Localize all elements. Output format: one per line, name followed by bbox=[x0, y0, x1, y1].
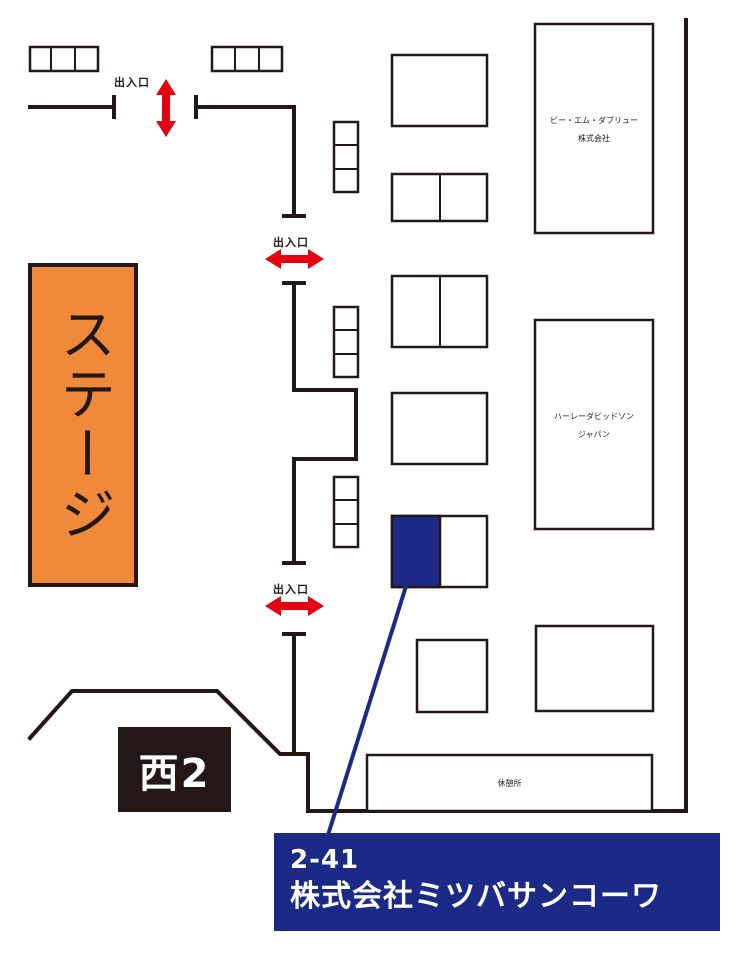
wall-top bbox=[28, 95, 306, 218]
booth-harley-label: ハーレーダビッドソン ジャパン bbox=[535, 408, 653, 444]
booth-harley[interactable] bbox=[533, 318, 655, 531]
booth-2-41-pair[interactable] bbox=[390, 514, 489, 589]
booth-bmw-name-line1: ビー・エム・ダブリュー bbox=[550, 116, 638, 125]
entrance-arrow-lower bbox=[265, 596, 324, 616]
booth-right-lower[interactable] bbox=[534, 624, 655, 713]
stage-label: ステージ bbox=[50, 305, 116, 545]
callout-booth-number: 2-41 bbox=[290, 845, 360, 875]
entrance-arrow-middle bbox=[265, 249, 324, 269]
rest-area[interactable] bbox=[365, 753, 654, 813]
wall-inner-left bbox=[282, 281, 358, 565]
booth-mid-6[interactable] bbox=[415, 638, 489, 714]
booth-mid-1[interactable] bbox=[390, 53, 489, 128]
booth-stack-1[interactable] bbox=[332, 120, 360, 194]
booth-harley-name-line1: ハーレーダビッドソン bbox=[554, 412, 634, 421]
booth-mid-3[interactable] bbox=[390, 274, 489, 349]
booth-2-41-highlight[interactable] bbox=[390, 514, 442, 589]
booth-bmw-name-line2: 株式会社 bbox=[578, 134, 610, 143]
entrance-arrow-top bbox=[156, 79, 176, 137]
booth-harley-name-line2: ジャパン bbox=[578, 430, 610, 439]
booth-row-top-left[interactable] bbox=[28, 45, 100, 73]
booth-row-top-middle[interactable] bbox=[210, 45, 284, 73]
entrance-label-middle: 出入口 bbox=[273, 236, 309, 249]
callout-line bbox=[326, 582, 409, 836]
stage-area[interactable] bbox=[28, 263, 138, 587]
hall-badge: 西2 bbox=[118, 727, 231, 812]
highlight-callout[interactable]: 2-41 株式会社ミツバサンコーワ bbox=[274, 833, 720, 931]
entrance-label-top: 出入口 bbox=[114, 76, 150, 89]
booth-mid-2[interactable] bbox=[390, 172, 489, 223]
callout-company-name: 株式会社ミツバサンコーワ bbox=[290, 879, 662, 914]
entrance-label-lower: 出入口 bbox=[273, 583, 309, 596]
rest-area-label: 休憩所 bbox=[497, 779, 522, 788]
booth-bmw-label: ビー・エム・ダブリュー 株式会社 bbox=[535, 112, 653, 148]
booth-stack-3[interactable] bbox=[332, 475, 360, 549]
booth-bmw[interactable] bbox=[533, 22, 655, 235]
booth-stack-2[interactable] bbox=[332, 305, 360, 379]
booth-mid-4[interactable] bbox=[390, 391, 489, 466]
